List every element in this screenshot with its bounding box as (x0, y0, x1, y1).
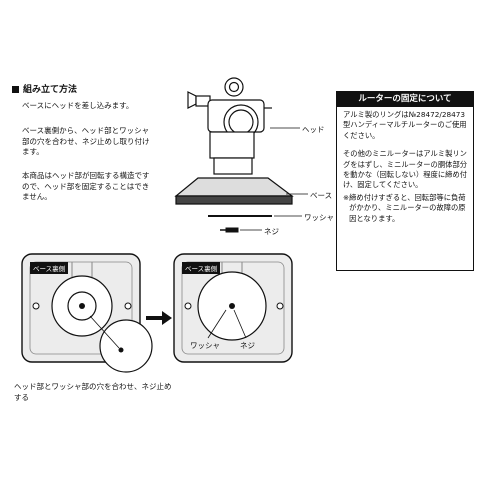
screw-drawing (220, 227, 239, 233)
warning-mark: ※ (343, 192, 350, 202)
tag-base-back-left: ベース裏側 (30, 262, 69, 274)
label-washer: ワッシャ (304, 213, 334, 222)
bullet-square-icon (12, 86, 19, 93)
base-back-right-drawing (173, 253, 293, 363)
arrow-right-icon (146, 311, 172, 325)
figure-screw-label: ネジ (240, 341, 255, 350)
tag-base-back-right: ベース裏側 (182, 262, 221, 274)
note-paragraph-1: アルミ製のリングは№28472/28473 型ハンディーマルチルーターのご使用く… (343, 110, 467, 140)
section-title: 組み立て方法 (12, 82, 77, 95)
label-screw: ネジ (264, 227, 279, 236)
note-body: アルミ製のリングは№28472/28473 型ハンディーマルチルーターのご使用く… (337, 107, 473, 224)
step-1: ベースにヘッドを差し込みます。 (22, 101, 134, 110)
step-3: 本商品はヘッド部が回転する構造ですので、ヘッド部を固定することはできません。 (22, 171, 150, 201)
head-part-drawing (187, 77, 272, 175)
base-back-left-drawing (21, 253, 153, 373)
leader-lines (240, 127, 308, 231)
label-base: ベース (310, 191, 333, 200)
figure-washer-label: ワッシャ (190, 341, 220, 350)
base-part-drawing (174, 177, 294, 205)
note-warning: ※ 締め付けすぎると、回転部等に負荷がかかり、ミニルーターの故障の原因となります… (343, 193, 469, 224)
label-head: ヘッド (302, 125, 325, 134)
step-2: ベース裏側から、ヘッド部とワッシャ部の穴を合わせ、ネジ止めし取り付けます。 (22, 126, 150, 156)
section-title-text: 組み立て方法 (23, 85, 78, 95)
warning-text: 締め付けすぎると、回転部等に負荷がかかり、ミニルーターの故障の原因となります。 (349, 192, 466, 223)
note-title: ルーターの固定について (337, 92, 473, 107)
figure-caption: ヘッド部とワッシャ部の穴を合わせ、ネジ止めする (14, 382, 172, 402)
note-box: ルーターの固定について アルミ製のリングは№28472/28473 型ハンディー… (336, 91, 474, 271)
note-paragraph-2: その他のミニルーターはアルミ製リングをはずし、ミニルーターの胴体部分を動かな（回… (343, 149, 468, 190)
